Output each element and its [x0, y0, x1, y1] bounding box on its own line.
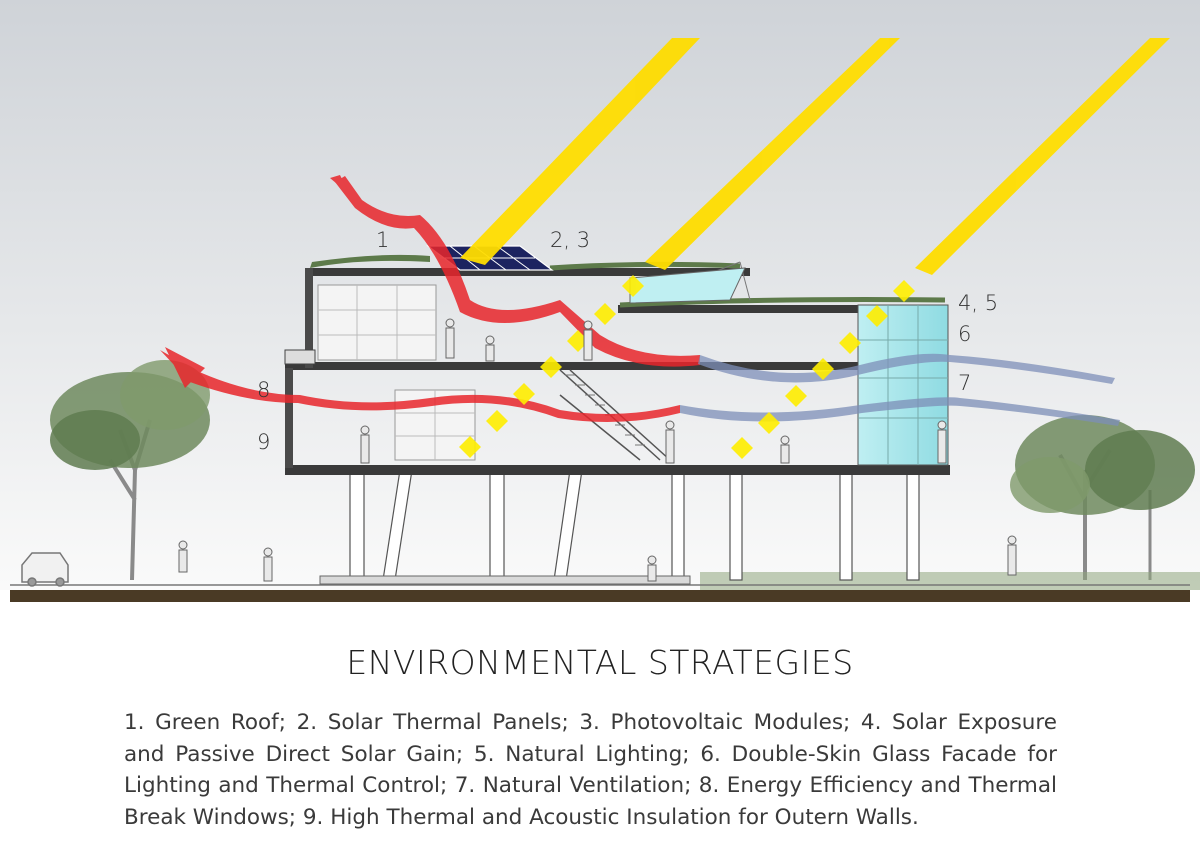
callout-solar-gain-lighting: 4, 5 [958, 291, 999, 315]
clerestory-glass [629, 267, 746, 304]
double-skin-glass-facade [857, 304, 949, 466]
strategies-description: 1. Green Roof; 2. Solar Thermal Panels; … [124, 710, 1057, 830]
diagram-title: ENVIRONMENTAL STRATEGIES [346, 643, 854, 682]
green-roof-lower [619, 297, 946, 308]
sky [0, 0, 1200, 590]
callout-double-skin-facade: 6 [958, 322, 972, 346]
lawn [700, 572, 1200, 590]
people [178, 318, 1017, 582]
callout-solar-panels: 2, 3 [550, 228, 591, 252]
green-roof-upper [310, 254, 430, 268]
callout-natural-ventilation: 7 [958, 371, 972, 395]
building-section-illustration [0, 0, 1200, 602]
columns [349, 469, 920, 581]
warm-air-flow [160, 175, 700, 422]
tree-right [1010, 415, 1195, 580]
ground-strip [10, 590, 1190, 602]
car [21, 552, 69, 587]
fresh-air-flow [680, 353, 1120, 426]
callout-insulation: 9 [257, 430, 271, 454]
callout-thermal-break-windows: 8 [257, 378, 271, 402]
callout-green-roof: 1 [376, 228, 390, 252]
building [284, 245, 950, 475]
sun-rays [460, 38, 1170, 275]
